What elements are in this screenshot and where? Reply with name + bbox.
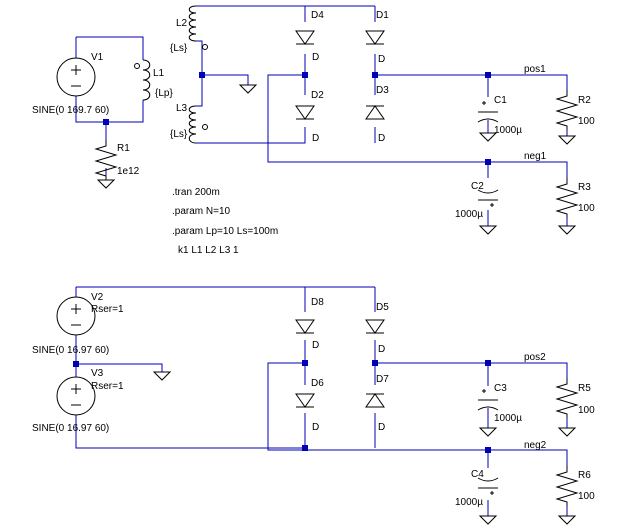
v2-rser: Rser=1 [91, 304, 124, 315]
d7-label: D7 [376, 374, 389, 385]
diode-d6 [295, 393, 315, 408]
ground-symbol [153, 371, 171, 381]
wires-circuit-1 [75, 5, 568, 226]
d2-label: D2 [311, 90, 324, 101]
directive-param-l: .param Lp=10 Ls=100m [172, 226, 278, 237]
net-label-neg1: neg1 [524, 151, 547, 162]
l2-label: L2 [176, 18, 188, 29]
c4-value: 1000µ [455, 497, 483, 508]
d4-label: D4 [311, 10, 324, 21]
v3-rser: Rser=1 [91, 381, 124, 392]
ground-symbol [558, 225, 576, 235]
v3-value: SINE(0 16.97 60) [32, 423, 109, 434]
l2-value: {Ls} [170, 43, 188, 54]
r3-label: R3 [578, 182, 591, 193]
r6-label: R6 [578, 470, 591, 481]
r5-value: 100 [578, 405, 595, 416]
c2-value: 1000µ [455, 209, 483, 220]
r5-label: R5 [578, 383, 591, 394]
resistor-r3 [556, 177, 578, 219]
v2-label: V2 [91, 292, 104, 303]
r1-label: R1 [117, 143, 130, 154]
v2-value: SINE(0 16.97 60) [32, 345, 109, 356]
d8-label: D8 [311, 297, 324, 308]
d6-model: D [312, 422, 319, 433]
resistor-r5 [556, 377, 578, 419]
c2-label: C2 [471, 181, 484, 192]
v1-value: SINE(0 169.7 60) [32, 105, 109, 116]
c4-label: C4 [471, 469, 484, 480]
ground-symbol [97, 179, 115, 189]
ground-symbol [479, 225, 497, 235]
junctions-circuit-2 [73, 360, 491, 453]
circuit-2: V2 Rser=1 SINE(0 16.97 60) V3 Rser=1 SIN… [32, 286, 595, 525]
r2-value: 100 [578, 116, 595, 127]
d1-model: D [378, 54, 385, 65]
directive-param-n: .param N=10 [172, 206, 231, 217]
d2-model: D [312, 133, 319, 144]
l3-value: {Ls} [170, 129, 188, 140]
inductor-l1 [134, 59, 151, 101]
inductor-l3 [188, 75, 208, 144]
ground-symbol [558, 515, 576, 525]
diode-d2 [295, 105, 315, 120]
voltage-source-v3 [56, 376, 96, 416]
capacitor-c1 [477, 101, 499, 123]
r3-value: 100 [578, 203, 595, 214]
d3-model: D [378, 133, 385, 144]
d5-model: D [378, 344, 385, 355]
capacitor-c2 [477, 189, 499, 207]
spice-directives: .tran 200m .param N=10 .param Lp=10 Ls=1… [172, 187, 278, 256]
l1-value: {Lp} [155, 88, 173, 99]
c3-value: 1000µ [494, 413, 522, 424]
d1-label: D1 [376, 10, 389, 21]
directive-coupling: k1 L1 L2 L3 1 [178, 245, 239, 256]
net-label-pos1: pos1 [524, 64, 546, 75]
c1-value: 1000µ [494, 125, 522, 136]
d6-label: D6 [311, 378, 324, 389]
d7-model: D [378, 422, 385, 433]
r1-value: 1e12 [117, 166, 140, 177]
r2-label: R2 [578, 95, 591, 106]
diode-d5 [365, 319, 385, 334]
ground-symbol [558, 427, 576, 437]
inductor-l2 [188, 5, 208, 75]
diode-d8 [295, 319, 315, 334]
net-label-pos2: pos2 [524, 352, 546, 363]
l3-label: L3 [176, 103, 188, 114]
d4-model: D [312, 52, 319, 63]
diode-d1 [365, 30, 385, 45]
wires-circuit-2 [75, 286, 568, 516]
capacitor-c3 [477, 389, 499, 411]
v1-label: V1 [91, 52, 104, 63]
resistor-r2 [556, 89, 578, 131]
d5-label: D5 [376, 302, 389, 313]
l1-label: L1 [153, 68, 165, 79]
capacitor-c4 [477, 477, 499, 495]
c3-label: C3 [494, 383, 507, 394]
d8-model: D [312, 340, 319, 351]
directive-tran: .tran 200m [172, 187, 220, 198]
d3-label: D3 [376, 85, 389, 96]
circuit-1: V1 SINE(0 169.7 60) L1 {Lp} L2 {Ls} L3 {… [32, 5, 595, 235]
c1-label: C1 [494, 95, 507, 106]
voltage-source-v1 [56, 57, 96, 97]
ground-symbol [239, 84, 257, 94]
resistor-r6 [556, 465, 578, 507]
v3-label: V3 [91, 368, 104, 379]
r6-value: 100 [578, 491, 595, 502]
ground-symbol [479, 515, 497, 525]
ground-symbol [558, 135, 576, 145]
net-label-neg2: neg2 [524, 440, 547, 451]
ground-symbol [479, 427, 497, 437]
diode-d4 [295, 30, 315, 45]
diode-d7 [365, 393, 385, 408]
diode-d3 [365, 105, 385, 120]
voltage-source-v2 [56, 296, 96, 336]
